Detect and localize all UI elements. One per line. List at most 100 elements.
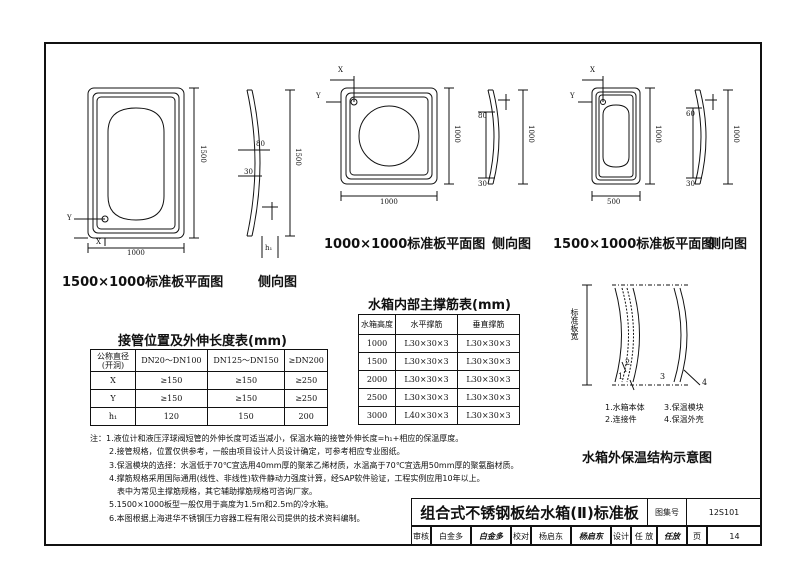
insulation-legend-4: 4.保温外壳 <box>664 415 704 424</box>
dim-30-c: 30 <box>686 180 695 188</box>
checker-signature: 杨启东 <box>571 526 611 546</box>
insulation-num-1: 1 <box>618 372 624 381</box>
design-label: 设计 <box>611 526 631 546</box>
insulation-legend-3: 3.保温模块 <box>664 403 704 412</box>
rib-header-vertical: 垂直撑筋 <box>457 314 520 335</box>
rib-header-height: 水箱高度 <box>358 314 396 335</box>
dim-1000-c: 1000 <box>453 125 461 143</box>
rib-table-title: 水箱内部主撑筋表(mm) <box>368 298 511 313</box>
table-cell: L30×30×3 <box>457 406 520 425</box>
table-cell: Y <box>90 389 136 408</box>
table-cell: ≥150 <box>206 371 286 390</box>
review-label: 审核 <box>411 526 431 546</box>
plan-500-drawing <box>578 76 655 201</box>
table-cell: 1000 <box>358 334 396 353</box>
table-cell: L30×30×3 <box>457 334 520 353</box>
pipe-table-title: 接管位置及外伸长度表(mm) <box>118 334 287 349</box>
caption-side-1000: 侧向图 <box>492 237 532 252</box>
notes-block: 注：1.液位计和液压浮球阀短管的外伸长度可适当减小，保温水箱的接管外伸长度=h₁… <box>90 432 519 525</box>
dim-h1-a: h₁ <box>265 244 273 252</box>
insulation-legend-1: 1.水箱本体 <box>605 403 645 412</box>
dim-30-b: 30 <box>478 180 487 188</box>
dim-1000-e: 1000 <box>654 125 662 143</box>
dim-1000-f: 1000 <box>732 125 740 143</box>
side-1000-drawing <box>478 89 528 185</box>
caption-plan-1500: 1500×1000标准板平面图 <box>62 275 224 290</box>
table-cell: h₁ <box>90 407 136 426</box>
reviewer-signature: 白金多 <box>471 526 511 546</box>
table-cell: L30×30×3 <box>395 334 458 353</box>
dim-1500-b: 1500 <box>294 148 302 166</box>
table-cell: L30×30×3 <box>395 370 458 389</box>
insulation-legend-2: 2.连接件 <box>605 415 637 424</box>
atlas-number: 12S101 <box>687 498 762 526</box>
insulation-num-4: 4 <box>702 378 708 387</box>
dim-500: 500 <box>607 198 621 206</box>
dim-x-a: X <box>96 238 101 246</box>
dim-1000-d: 1000 <box>527 125 535 143</box>
table-cell: X <box>90 371 136 390</box>
insulation-side-label: 标准板宽 <box>570 308 579 340</box>
caption-side-1500b: 侧向图 <box>708 237 748 252</box>
table-cell: 120 <box>135 407 208 426</box>
dim-x-c: X <box>590 66 595 74</box>
table-cell: 2000 <box>358 370 396 389</box>
caption-plan-1500b: 1500×1000标准板平面图 <box>553 237 715 252</box>
table-cell: ≥150 <box>135 389 208 408</box>
dim-80-a: 80 <box>256 140 265 148</box>
pipe-header-1: DN20～DN100 <box>135 349 208 372</box>
table-cell: L30×30×3 <box>457 388 520 407</box>
table-row: X ≥150 ≥150 ≥250 <box>90 371 328 390</box>
table-row: 2000 L30×30×3 L30×30×3 <box>358 370 520 389</box>
reviewer-name: 白金多 <box>431 526 471 546</box>
dim-80-b: 80 <box>478 112 487 120</box>
table-cell: L30×30×3 <box>457 352 520 371</box>
note-line: 2.接管规格，位置仅供参考，一般由项目设计人员设计确定，可参考相应专业图纸。 <box>109 447 405 457</box>
plan-1500-drawing <box>74 87 199 253</box>
table-row: h₁ 120 150 200 <box>90 407 328 426</box>
checker-name: 杨启东 <box>531 526 571 546</box>
page-number: 14 <box>707 526 762 546</box>
designer-signature: 任放 <box>657 526 687 546</box>
insulation-title: 水箱外保温结构示意图 <box>582 451 713 466</box>
insulation-num-2: 2 <box>625 358 631 367</box>
dim-y-b: Y <box>316 92 321 100</box>
side-500-drawing <box>686 89 733 185</box>
rib-header-horizontal: 水平撑筋 <box>395 314 458 335</box>
insulation-num-3: 3 <box>660 372 666 381</box>
side-1500-drawing <box>238 89 295 258</box>
table-cell: 150 <box>206 407 286 426</box>
page-label: 页 <box>687 526 707 546</box>
table-cell: L30×30×3 <box>395 388 458 407</box>
sheet-title: 组合式不锈钢板给水箱(Ⅱ)标准板 <box>411 498 647 526</box>
note-line: 表中为常见主撑筋规格，其它辅助撑筋规格可咨询厂家。 <box>117 487 317 497</box>
table-cell: L30×30×3 <box>457 370 520 389</box>
atlas-label: 图集号 <box>647 498 687 526</box>
table-row: 2500 L30×30×3 L30×30×3 <box>358 388 520 407</box>
dim-y-a: Y <box>67 214 72 222</box>
pipe-header-dn: 公称直径 (开洞) <box>90 349 136 372</box>
note-line: 5.1500×1000板型一般仅用于高度为1.5m和2.5m的冷水箱。 <box>109 500 334 510</box>
table-row: 3000 L40×30×3 L30×30×3 <box>358 406 520 425</box>
dim-60: 60 <box>686 110 695 118</box>
dim-1500-a: 1500 <box>199 145 207 163</box>
table-row: 1500 L30×30×3 L30×30×3 <box>358 352 520 371</box>
table-cell: ≥150 <box>135 371 208 390</box>
insulation-diagram <box>582 284 701 391</box>
note-line: 6.本图根据上海进华不锈钢压力容器工程有限公司提供的技术资料编制。 <box>109 513 365 523</box>
dim-1000-b: 1000 <box>380 198 398 206</box>
check-label: 校对 <box>511 526 531 546</box>
rib-table: 水箱高度 水平撑筋 垂直撑筋 1000 L30×30×3 L30×30×3 15… <box>358 314 520 425</box>
table-cell: ≥250 <box>284 389 328 408</box>
table-cell: ≥150 <box>206 389 286 408</box>
dim-x-b: X <box>338 66 343 74</box>
pipe-header-3: ≥DN200 <box>284 349 328 372</box>
table-cell: 200 <box>284 407 328 426</box>
table-cell: L30×30×3 <box>395 352 458 371</box>
caption-side-1500: 侧向图 <box>258 275 298 290</box>
caption-plan-1000: 1000×1000标准板平面图 <box>324 237 486 252</box>
table-row: 1000 L30×30×3 L30×30×3 <box>358 334 520 353</box>
note-line: 注：1.液位计和液压浮球阀短管的外伸长度可适当减小，保温水箱的接管外伸长度=h₁… <box>90 434 464 443</box>
designer-name: 任 放 <box>631 526 657 546</box>
